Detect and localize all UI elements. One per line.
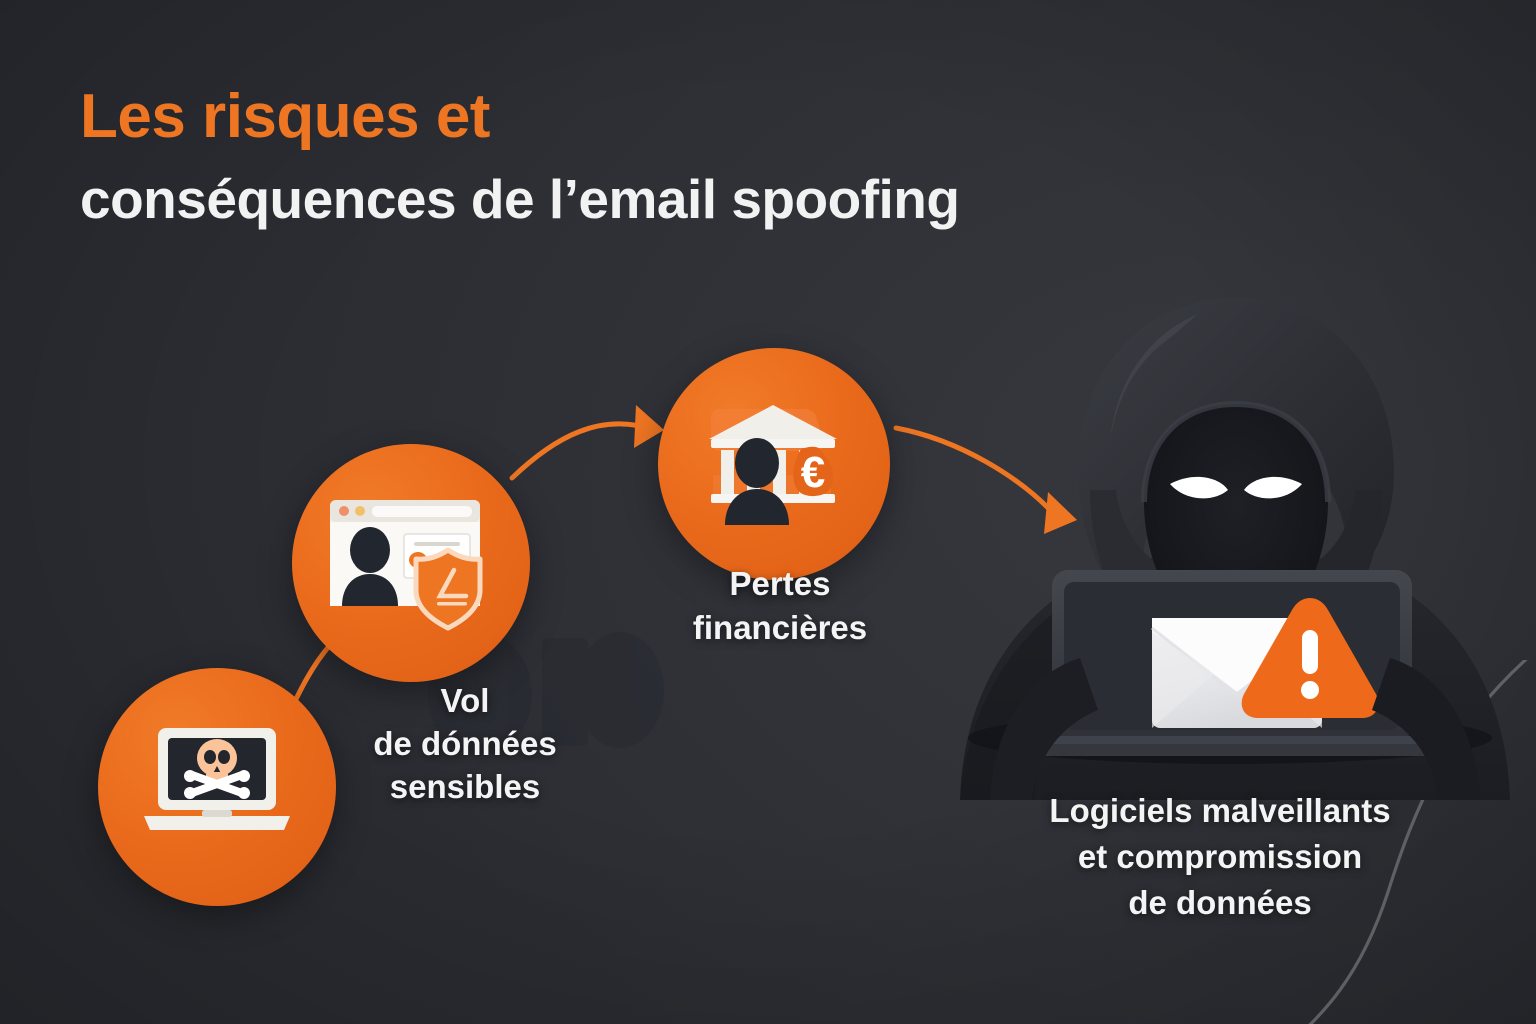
connector-data-to-finance bbox=[509, 421, 643, 481]
label-data-theft: Vol de dónnées sensibles bbox=[373, 682, 557, 805]
hacker-laptop bbox=[1026, 570, 1438, 756]
hacker-eye-left bbox=[1170, 476, 1228, 499]
label-malware: Logiciels malveillants et compromission … bbox=[1049, 792, 1391, 922]
node-icon-sensitive-data[interactable] bbox=[292, 444, 530, 682]
warning-triangle-icon bbox=[1241, 598, 1379, 718]
node-icon-data-theft[interactable] bbox=[98, 668, 336, 906]
bank-euro-person-icon: € bbox=[709, 405, 837, 525]
svg-text:€: € bbox=[801, 448, 825, 497]
node-icon-malware-hacker[interactable] bbox=[930, 240, 1536, 800]
hacker-eye-right bbox=[1244, 476, 1302, 499]
laptop-skull-icon bbox=[144, 728, 290, 830]
page-title: Les risques et conséquences de l’email s… bbox=[80, 86, 960, 227]
hacker-hoodie-laptop-icon bbox=[960, 298, 1510, 800]
label-financial-loss: Pertes financières bbox=[692, 565, 868, 647]
node-icon-financial-loss[interactable]: € bbox=[658, 348, 890, 580]
title-line-1: Les risques et bbox=[80, 82, 490, 151]
browser-profile-shield-icon bbox=[330, 500, 483, 631]
title-line-2: conséquences de l’email spoofing bbox=[80, 168, 960, 230]
